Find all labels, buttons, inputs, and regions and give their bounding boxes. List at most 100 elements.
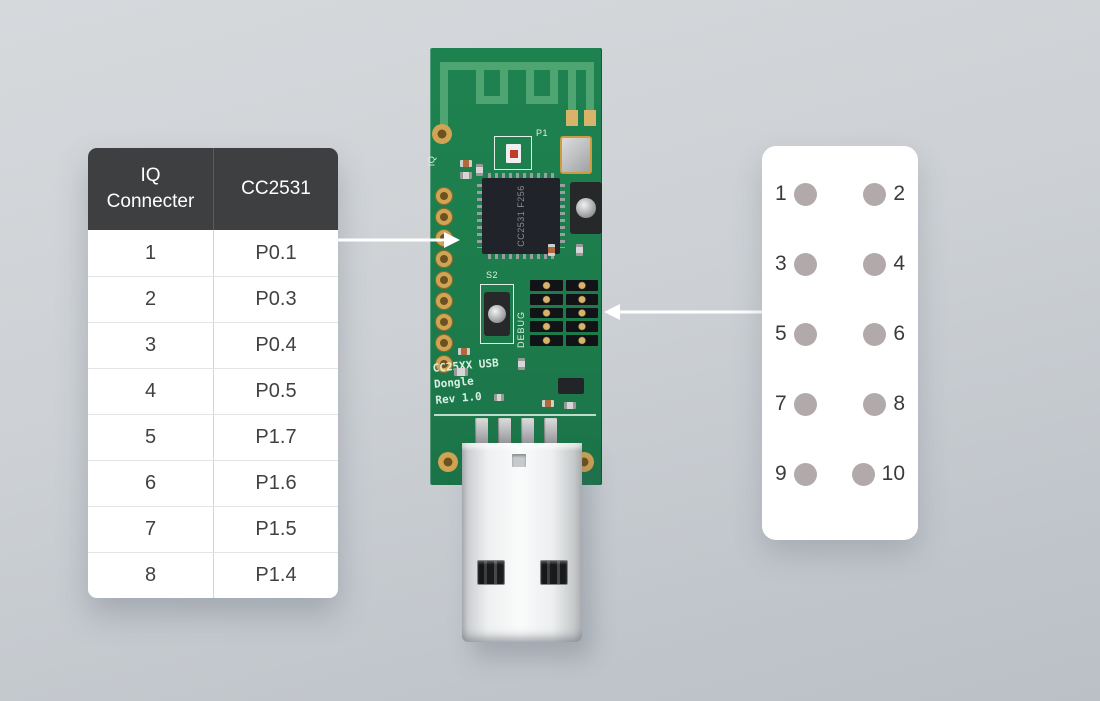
reset-button bbox=[570, 182, 602, 234]
usb-solder-pin bbox=[498, 418, 511, 446]
debug-pin-header bbox=[528, 278, 600, 348]
chip-pins bbox=[477, 184, 482, 248]
pin-dot-icon bbox=[793, 322, 817, 346]
through-hole bbox=[436, 209, 452, 225]
pinout-row: 7 8 bbox=[762, 369, 918, 439]
pin-dot-icon bbox=[851, 462, 875, 486]
pin-number: 6 bbox=[893, 322, 905, 345]
pin-number: 7 bbox=[775, 392, 787, 415]
header-pin bbox=[530, 321, 563, 333]
pinout-row: 9 10 bbox=[762, 439, 918, 509]
cell-connector-pin: 1 bbox=[144, 241, 157, 264]
pin-left: 1 bbox=[775, 182, 817, 206]
smd-component bbox=[564, 402, 576, 409]
pin-left: 3 bbox=[775, 252, 817, 276]
usb-shell-hole bbox=[540, 560, 568, 585]
usb-solder-pin bbox=[475, 418, 488, 446]
pin-right: 6 bbox=[863, 322, 905, 346]
mounting-pad bbox=[432, 124, 452, 144]
header-pin bbox=[530, 335, 563, 346]
cell-cc2531-pin: P0.5 bbox=[213, 369, 338, 414]
table-header-cc2531: CC2531 bbox=[213, 148, 338, 230]
cell-cc2531-pin: P0.3 bbox=[213, 277, 338, 322]
usb-shell-notch bbox=[512, 454, 526, 467]
usb-solder-pin bbox=[544, 418, 557, 446]
pin-dot-icon bbox=[793, 462, 817, 486]
table-header-iq-connecter: IQ Connecter bbox=[106, 165, 195, 212]
smd-ic bbox=[558, 378, 584, 394]
smd-component bbox=[460, 160, 472, 167]
table-row: 2 P0.3 bbox=[88, 276, 338, 322]
through-hole bbox=[436, 251, 452, 267]
table-row: 5 P1.7 bbox=[88, 414, 338, 460]
s2-button bbox=[484, 292, 510, 336]
header-pin bbox=[565, 307, 598, 319]
cell-connector-pin: 3 bbox=[144, 334, 157, 356]
pin-dot-icon bbox=[793, 392, 817, 416]
pin-dot-icon bbox=[793, 252, 817, 276]
debug-pinout-card: 1 2 3 4 5 6 7 8 9 10 bbox=[762, 146, 918, 540]
usb-connector bbox=[462, 443, 582, 642]
through-hole bbox=[436, 230, 452, 246]
pinout-row: 5 6 bbox=[762, 299, 918, 369]
smd-component bbox=[460, 172, 472, 179]
pinout-row: 1 2 bbox=[762, 159, 918, 229]
header-pin bbox=[565, 293, 598, 305]
pin-left: 5 bbox=[775, 322, 817, 346]
cell-connector-pin: 6 bbox=[144, 472, 157, 494]
pin-number: 10 bbox=[881, 462, 905, 485]
pin-left: 9 bbox=[775, 462, 817, 486]
pin-right: 10 bbox=[851, 462, 905, 486]
header-pin bbox=[565, 321, 598, 333]
pin-number: 8 bbox=[893, 392, 905, 415]
cell-connector-pin: 5 bbox=[144, 426, 157, 448]
cc2531-chip: CC2531 F256 bbox=[477, 173, 565, 259]
s2-silkscreen-label: S2 bbox=[486, 270, 499, 280]
pin-dot-icon bbox=[793, 182, 817, 206]
through-hole bbox=[436, 356, 452, 372]
cell-connector-pin: 2 bbox=[144, 288, 157, 310]
usb-solder-pin bbox=[521, 418, 534, 446]
pin-number: 1 bbox=[775, 182, 787, 205]
through-hole bbox=[436, 272, 452, 288]
cell-cc2531-pin: P1.4 bbox=[213, 553, 338, 598]
led-component bbox=[494, 136, 532, 170]
pin-dot-icon bbox=[863, 182, 887, 206]
header-pin bbox=[530, 293, 563, 305]
pin-number: 5 bbox=[775, 322, 787, 345]
table-row: 3 P0.4 bbox=[88, 322, 338, 368]
silkscreen-line-rule bbox=[434, 414, 596, 416]
table-row: 4 P0.5 bbox=[88, 368, 338, 414]
smd-component bbox=[476, 164, 483, 176]
pin-number: 4 bbox=[893, 252, 905, 275]
cell-cc2531-pin: P1.7 bbox=[213, 415, 338, 460]
p1-silkscreen-label: P1 bbox=[536, 128, 549, 138]
chip-marking: CC2531 F256 bbox=[516, 185, 526, 247]
pin-dot-icon bbox=[863, 322, 887, 346]
cell-connector-pin: 4 bbox=[144, 380, 157, 402]
smd-component bbox=[458, 348, 470, 355]
pin-dot-icon bbox=[863, 252, 887, 276]
usb-shell-hole bbox=[477, 560, 505, 585]
s2-button-outline bbox=[480, 284, 514, 344]
debug-silkscreen-label: DEBUG bbox=[516, 310, 526, 348]
pin-number: 3 bbox=[775, 252, 787, 275]
pin-right: 2 bbox=[863, 182, 905, 206]
antenna-trace bbox=[440, 62, 596, 126]
mounting-pad bbox=[438, 452, 458, 472]
cell-cc2531-pin: P1.5 bbox=[213, 507, 338, 552]
smd-component bbox=[548, 244, 555, 256]
iq-silkscreen-label: IQ bbox=[426, 155, 437, 167]
smd-component bbox=[576, 244, 583, 256]
cell-cc2531-pin: P0.4 bbox=[213, 323, 338, 368]
smd-component bbox=[542, 400, 554, 407]
chip-pins bbox=[488, 254, 554, 259]
pin-dot-icon bbox=[863, 392, 887, 416]
iq-connector-holes bbox=[436, 188, 452, 372]
through-hole bbox=[436, 314, 452, 330]
pin-number: 2 bbox=[893, 182, 905, 205]
